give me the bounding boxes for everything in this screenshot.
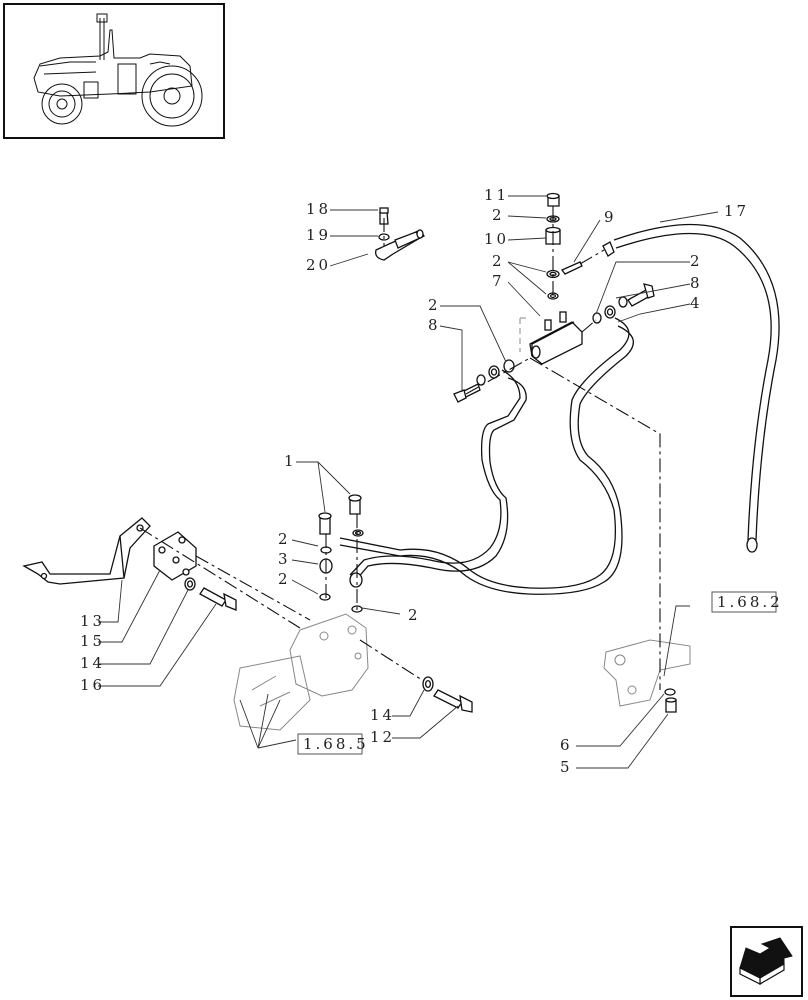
hose-17 [602,223,780,553]
callout-17[interactable]: 17 [724,202,749,220]
washers-right [592,283,655,324]
reference-1-68-5[interactable]: 1.68.5 [297,733,369,755]
bolt-16 [199,587,237,611]
svg-text:1.68.5: 1.68.5 [303,735,369,753]
callout-2[interactable]: 2 [690,252,703,270]
fitting-assembly-18-19-20 [375,207,425,261]
callout-20[interactable]: 20 [306,256,331,274]
reference-1-68-2[interactable]: 1.68.2 [711,591,783,613]
callout-18[interactable]: 18 [306,200,331,218]
washer-14-left [184,577,196,591]
callout-13[interactable]: 13 [80,612,105,630]
callout-9[interactable]: 9 [604,208,617,226]
bolt-12 [433,689,473,713]
callout-2[interactable]: 2 [428,296,441,314]
callout-labels: 18 19 20 11 2 10 2 7 9 17 2 8 4 2 8 1 2 … [80,186,749,776]
bracket-13 [22,517,151,585]
valve-block [519,311,583,365]
callout-12[interactable]: 12 [370,728,395,746]
pipe-assembly [339,317,634,595]
callout-16[interactable]: 16 [80,676,105,694]
callout-2[interactable]: 2 [278,570,291,588]
callout-6[interactable]: 6 [560,736,573,754]
callout-2[interactable]: 2 [278,530,291,548]
callout-14[interactable]: 14 [80,654,105,672]
bracket-ghost-1-68-2 [603,639,691,707]
callout-8[interactable]: 8 [428,316,441,334]
callout-8[interactable]: 8 [690,274,703,292]
tractor-thumbnail[interactable] [3,3,225,139]
flange-15 [153,531,197,581]
svg-text:1.68.2: 1.68.2 [717,593,783,611]
callout-7[interactable]: 7 [492,272,505,290]
callout-5[interactable]: 5 [560,758,573,776]
control-valve-ghost [233,613,369,731]
callout-2[interactable]: 2 [492,206,505,224]
washer-6 [664,688,676,696]
callout-10[interactable]: 10 [484,230,509,248]
tractor-icon [33,13,203,127]
callout-2[interactable]: 2 [492,252,505,270]
callout-1[interactable]: 1 [284,452,297,470]
next-page-button[interactable] [730,926,803,997]
bolt-5 [665,697,677,713]
callout-3[interactable]: 3 [278,550,291,568]
callout-14[interactable]: 14 [370,706,395,724]
callout-11[interactable]: 11 [484,186,509,204]
callout-4[interactable]: 4 [690,294,703,312]
callout-15[interactable]: 15 [80,632,105,650]
washers-left [453,359,515,403]
assembly-lines [139,206,661,690]
fitting-stack-11-10 [545,192,583,300]
washer-14-right [422,676,434,692]
callout-19[interactable]: 19 [306,226,331,244]
next-page-arrow-icon [739,937,793,986]
leader-lines [98,195,719,769]
callout-2[interactable]: 2 [408,606,421,624]
